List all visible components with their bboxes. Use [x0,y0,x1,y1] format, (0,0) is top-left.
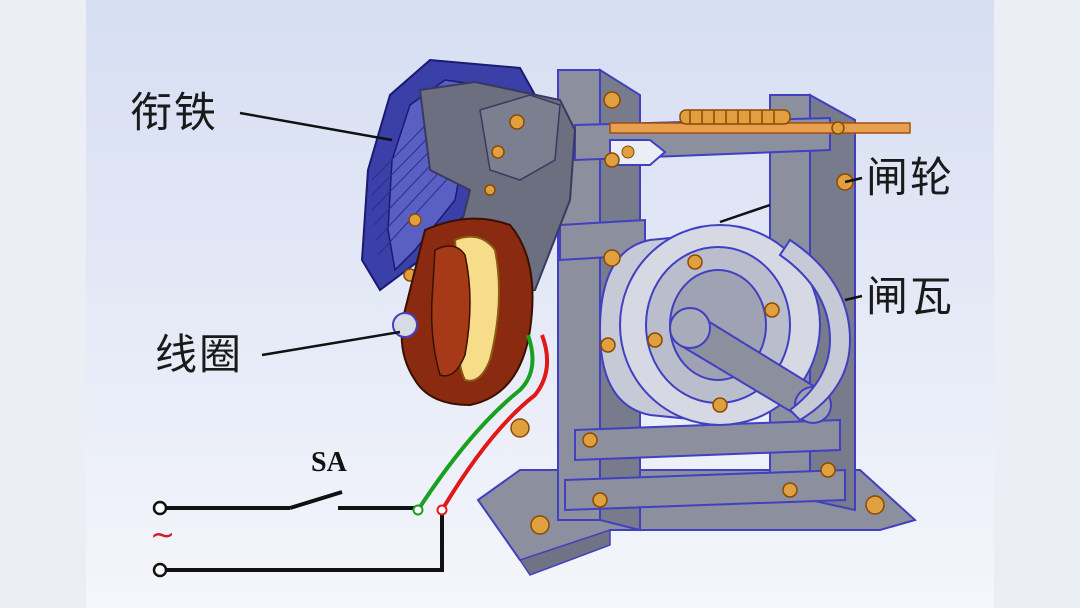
armature [360,58,577,302]
wiring [160,334,550,572]
coil [392,217,534,407]
armature-label: 衔铁 [130,88,219,137]
brake-shoe [778,238,852,422]
coil-label: 线圈 [155,330,244,379]
ac-symbol: ~ [150,518,176,553]
brake-shoe-label: 闸瓦 [866,272,955,321]
left-margin [0,0,86,608]
brake-wheel [598,224,846,426]
terminals [152,500,448,578]
leader-lines [239,111,863,357]
frame-bolts [510,91,885,535]
spring-rod [609,109,911,166]
brake-wheel-label: 闸轮 [866,153,955,202]
switch-label: SA [311,447,347,478]
right-margin [994,0,1080,608]
